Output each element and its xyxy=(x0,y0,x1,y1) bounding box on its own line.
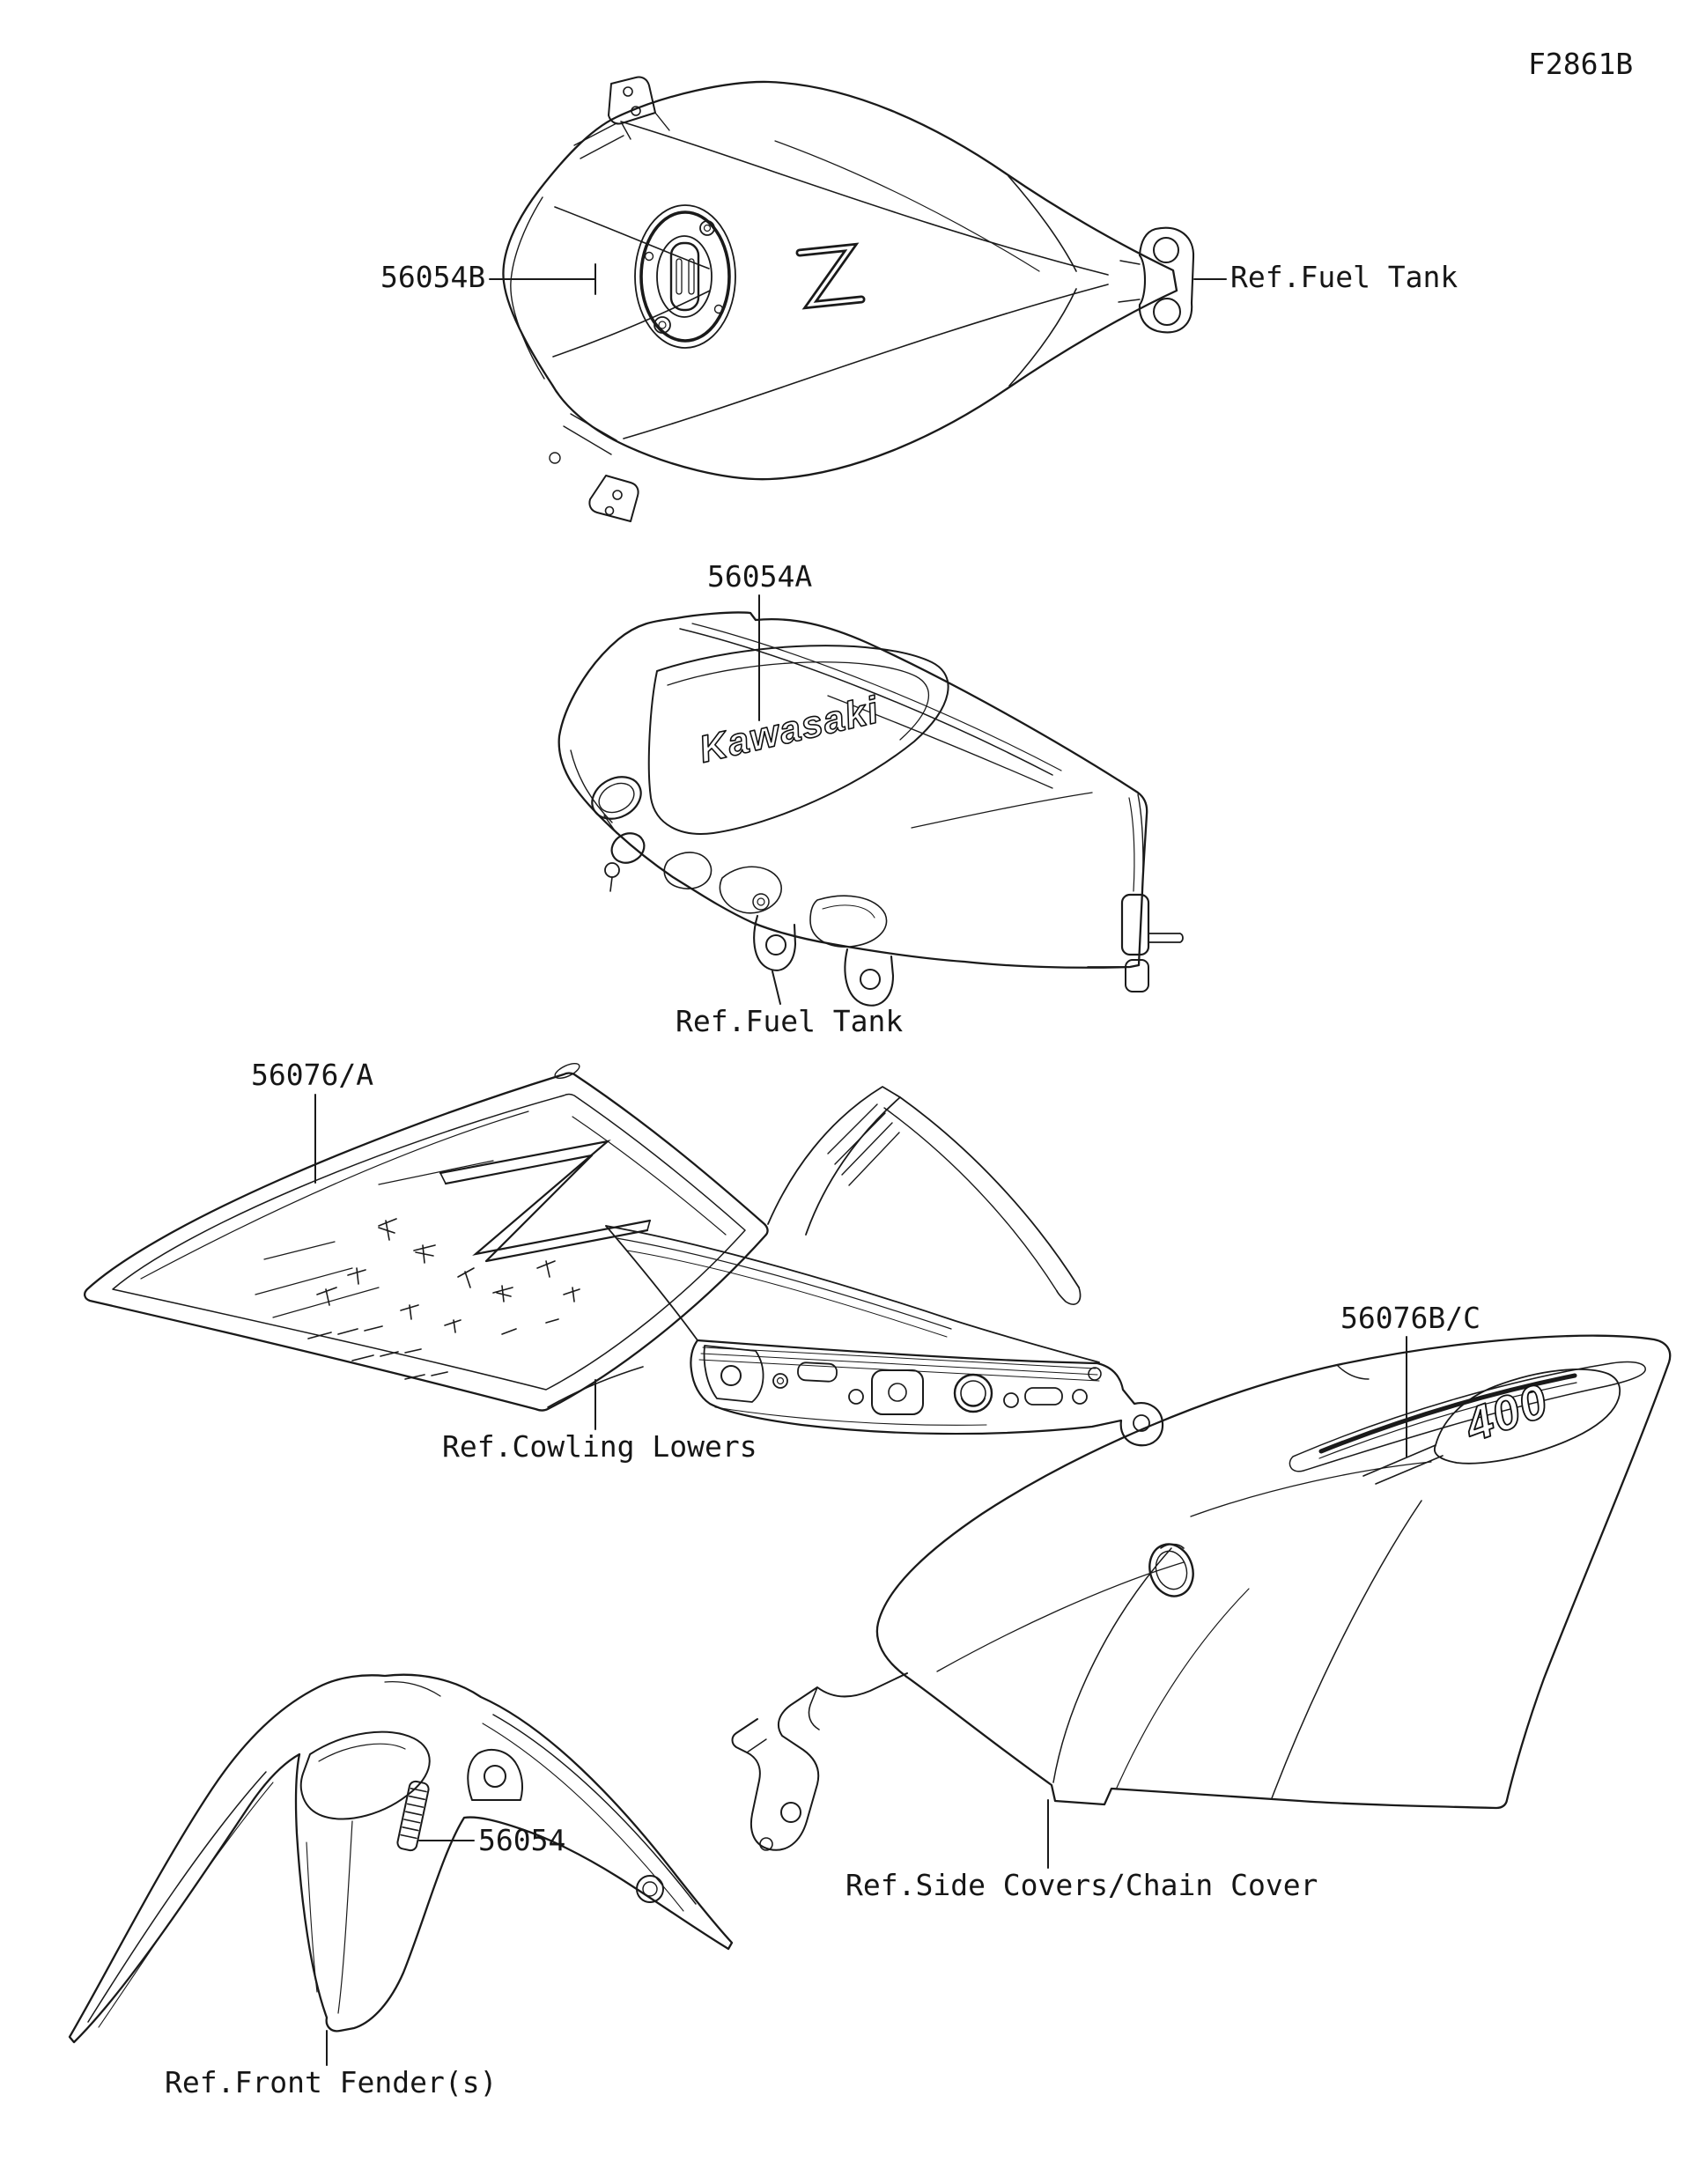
side-cover-400-text: 400 xyxy=(1458,1374,1556,1453)
ref-label-side-covers: Ref.Side Covers/Chain Cover xyxy=(846,1868,1318,1902)
side-cover-400-decal: 400 xyxy=(1362,1369,1621,1485)
ref-label-cowling-lowers: Ref.Cowling Lowers xyxy=(442,1429,757,1464)
tank-side-rear-bracket xyxy=(1087,893,1184,992)
part-label-56054b: 56054B xyxy=(380,260,486,294)
ref-label-front-fender: Ref.Front Fender(s) xyxy=(165,2065,498,2099)
tank-top-rear-bracket xyxy=(549,413,639,522)
leader-lines xyxy=(314,263,1407,2066)
fuel-tank-side-view: Kawasaki xyxy=(558,611,1184,1007)
tank-top-z-decal xyxy=(795,242,866,310)
fuel-tank-top-view xyxy=(502,76,1195,522)
part-label-56076a: 56076/A xyxy=(251,1058,374,1092)
cowling-lower-bracket xyxy=(547,1225,1164,1447)
tank-side-bottom-tabs xyxy=(753,914,895,1007)
part-label-56076bc: 56076B/C xyxy=(1340,1301,1481,1335)
tank-top-right-mount xyxy=(1118,226,1195,334)
leader-56054b xyxy=(489,263,596,295)
tank-side-kawasaki-decal: Kawasaki xyxy=(695,689,882,771)
fuel-cap xyxy=(634,204,736,349)
ref-label-fuel-tank-side: Ref.Fuel Tank xyxy=(676,1004,904,1038)
ref-label-fuel-tank-top: Ref.Fuel Tank xyxy=(1230,260,1458,294)
fender-warning-decal xyxy=(396,1780,430,1852)
leader-ref-fuel-tank-side xyxy=(772,970,781,1005)
side-cover-bracket xyxy=(731,1672,908,1851)
part-label-56054a: 56054A xyxy=(707,559,813,594)
figure-code: F2861B xyxy=(1528,47,1634,81)
side-cover: 400 xyxy=(731,1334,1672,1851)
tank-side-knobs xyxy=(591,776,646,892)
shroud-fragment-pattern xyxy=(255,1160,580,1380)
front-fender xyxy=(68,1673,734,2044)
part-label-56054: 56054 xyxy=(478,1823,566,1857)
shroud-z-graphic xyxy=(439,1140,652,1263)
tank-top-front-bracket xyxy=(573,76,670,159)
cowling-shroud xyxy=(84,1062,1082,1412)
